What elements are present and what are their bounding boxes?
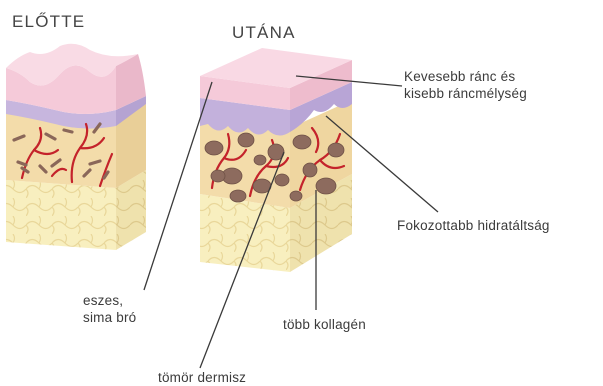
heading-after: UTÁNA (232, 23, 296, 43)
label-dermis: tömör dermisz (158, 369, 246, 386)
before-fat-front (6, 180, 116, 250)
label-radiant-skin: eszes, sima bró (83, 292, 136, 326)
label-radiant-line1: eszes, (83, 292, 136, 309)
label-hydration: Fokozottabb hidratáltság (397, 217, 550, 234)
label-radiant-line2: sima bró (83, 309, 136, 326)
label-fewer-wrinkles-line2: kisebb ráncmélység (404, 85, 527, 102)
after-skin-block (200, 48, 352, 272)
label-fewer-wrinkles-line1: Kevesebb ránc és (404, 68, 527, 85)
label-collagen: több kollagén (283, 316, 366, 333)
label-fewer-wrinkles: Kevesebb ránc és kisebb ráncmélység (404, 68, 527, 102)
heading-before: ELŐTTE (12, 12, 85, 32)
before-skin-block (6, 44, 146, 250)
